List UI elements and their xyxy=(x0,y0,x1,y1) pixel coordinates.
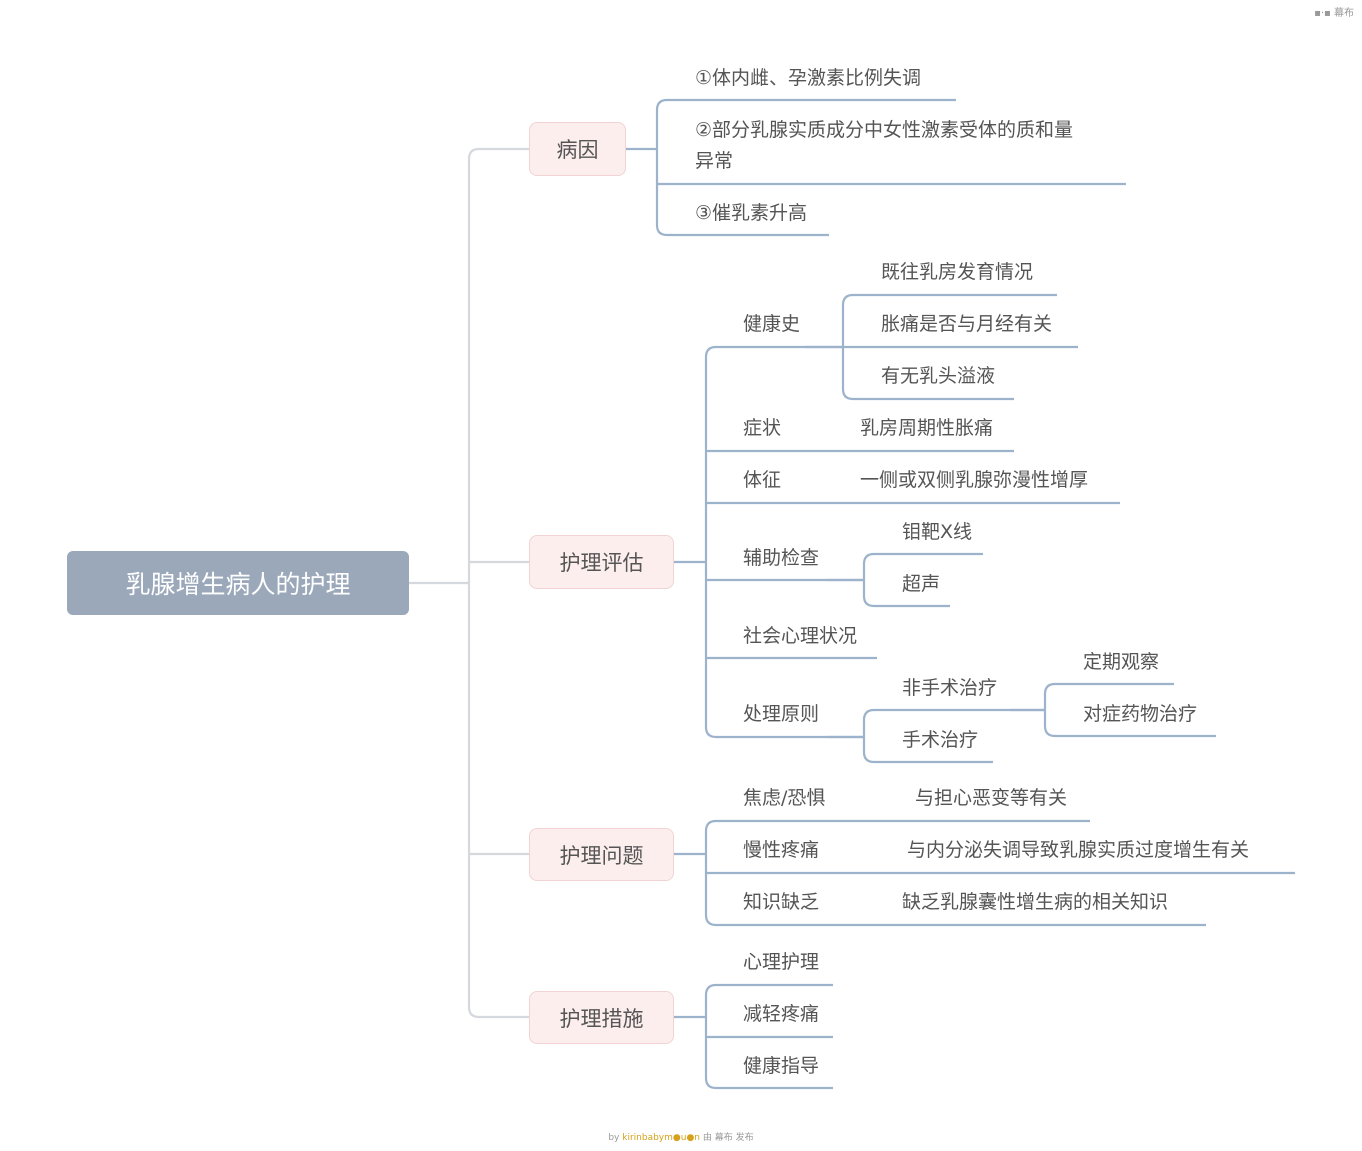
sub-node[interactable]: 健康史 xyxy=(743,313,801,335)
root-node[interactable]: 乳腺增生病人的护理 xyxy=(67,551,409,615)
leaf-node[interactable]: 与内分泌失调导致乳腺实质过度增生有关 xyxy=(907,839,1250,861)
brand-logo: ▪·▪ 幕布 xyxy=(1314,8,1354,19)
sub-node[interactable]: 焦虑/恐惧 xyxy=(743,787,826,809)
branch-label: 护理评估 xyxy=(559,551,644,575)
leaf-node[interactable]: 胀痛是否与月经有关 xyxy=(881,313,1053,335)
footer: by kirinbabym●u●n 由 幕布 发布 xyxy=(0,1130,1362,1143)
sub-node[interactable]: 体征 xyxy=(743,469,782,491)
branch-label: 病因 xyxy=(556,138,599,162)
connector xyxy=(467,147,529,583)
connector xyxy=(1043,710,1216,738)
leaf-node[interactable]: 超声 xyxy=(902,573,941,595)
branch-label: 护理措施 xyxy=(559,1006,644,1031)
branch-label: 护理问题 xyxy=(559,843,644,868)
leaf-node[interactable]: 一侧或双侧乳腺弥漫性增厚 xyxy=(860,469,1089,491)
leaf-node[interactable]: 钼靶X线 xyxy=(902,521,973,543)
leaf-node[interactable]: ③催乳素升高 xyxy=(695,202,808,224)
branch-node-cause[interactable]: 病因 xyxy=(529,122,626,176)
leaf-node[interactable]: 心理护理 xyxy=(743,951,820,973)
sub-node[interactable]: 辅助检查 xyxy=(743,547,820,569)
connector xyxy=(841,347,1014,401)
leaf-node[interactable]: 与担心恶变等有关 xyxy=(915,787,1068,809)
connector xyxy=(655,98,956,149)
connector xyxy=(1043,682,1174,710)
footer-brand[interactable]: 幕布 xyxy=(714,1133,733,1143)
connector xyxy=(467,583,529,1019)
connector xyxy=(704,1017,833,1090)
leaf-node[interactable]: 健康指导 xyxy=(743,1055,820,1077)
connector xyxy=(862,708,1045,737)
leaf-node[interactable]: 减轻疼痛 xyxy=(743,1003,820,1025)
brand-label: 幕布 xyxy=(1334,8,1354,19)
connector xyxy=(704,983,833,1017)
branch-node-assessment[interactable]: 护理评估 xyxy=(529,535,674,589)
leaf-node[interactable]: ②部分乳腺实质成分中女性激素受体的质和量 xyxy=(695,119,1074,141)
connector xyxy=(704,819,1090,854)
sub-node[interactable]: 处理原则 xyxy=(743,703,820,725)
leaf-node[interactable]: 既往乳房发育情况 xyxy=(881,261,1034,283)
footer-user[interactable]: kirinbabym●u●n xyxy=(622,1133,700,1143)
connector xyxy=(862,580,950,608)
branch-node-problems[interactable]: 护理问题 xyxy=(529,828,674,881)
footer-text: 由 xyxy=(702,1133,712,1143)
leaf-node[interactable]: 定期观察 xyxy=(1083,651,1160,673)
connector xyxy=(704,345,843,562)
connector xyxy=(862,552,983,580)
sub-node[interactable]: 知识缺乏 xyxy=(743,891,820,913)
connector xyxy=(841,293,1057,347)
connector xyxy=(655,149,829,237)
leaf-node[interactable]: 手术治疗 xyxy=(902,729,979,751)
connector xyxy=(704,854,1206,927)
sub-node[interactable]: 社会心理状况 xyxy=(743,625,858,647)
root-label: 乳腺增生病人的护理 xyxy=(125,570,351,599)
footer-by: by xyxy=(608,1133,620,1143)
leaf-node[interactable]: 对症药物治疗 xyxy=(1083,703,1198,725)
sub-node[interactable]: 慢性疼痛 xyxy=(743,839,820,861)
leaf-node[interactable]: ①体内雌、孕激素比例失调 xyxy=(695,67,922,89)
leaf-node[interactable]: 乳房周期性胀痛 xyxy=(860,417,994,439)
connector xyxy=(862,737,993,764)
leaf-node[interactable]: 缺乏乳腺囊性增生病的相关知识 xyxy=(902,891,1169,913)
leaf-node-continued[interactable]: 异常 xyxy=(695,150,734,172)
sub-node[interactable]: 非手术治疗 xyxy=(902,677,998,699)
leaf-node[interactable]: 有无乳头溢液 xyxy=(881,365,996,387)
footer-publish: 发布 xyxy=(735,1133,754,1143)
connector xyxy=(704,562,864,739)
branch-node-measures[interactable]: 护理措施 xyxy=(529,991,674,1044)
sub-node[interactable]: 症状 xyxy=(743,417,782,439)
